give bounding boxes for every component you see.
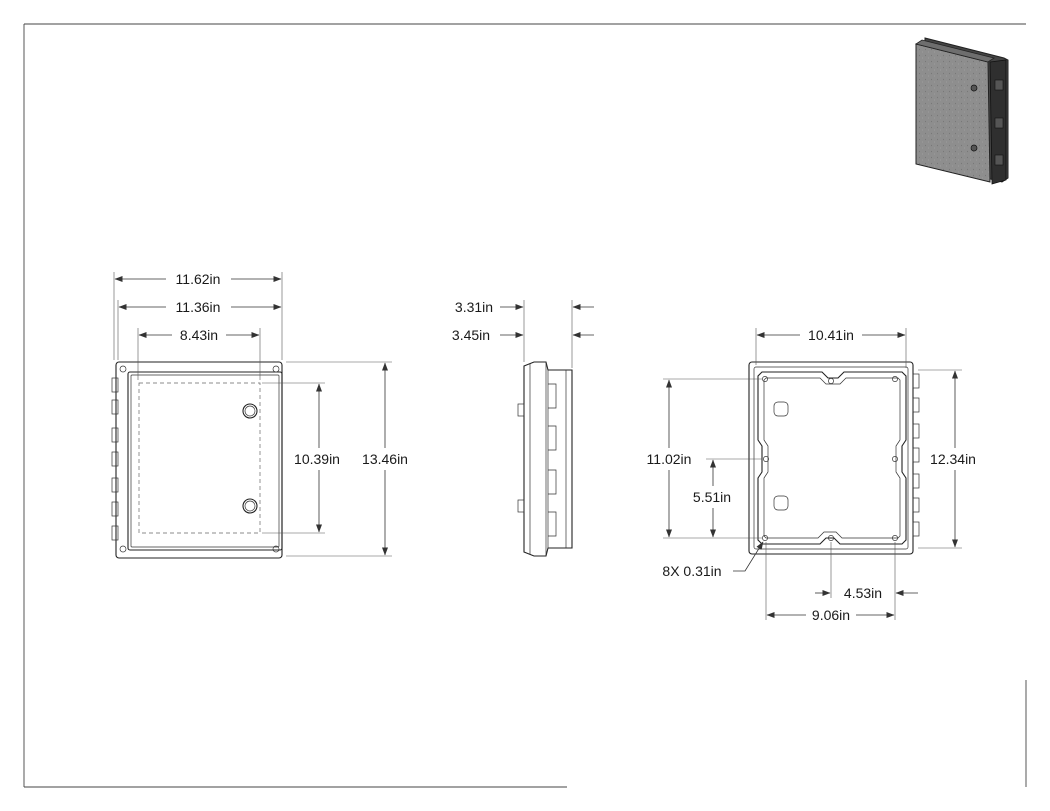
hinge-icon [970,84,978,92]
hinge-icon [242,498,258,514]
back-view: 10.41in 11.02in 5.51in 12.34in 8X 0.31in… [647,327,976,623]
dim-width-overall: 11.62in [176,271,221,287]
dim-width-window: 8.43in [180,327,218,343]
sheet-border [23,23,1027,788]
dim-hole-spacing-bottom: 9.06in [812,607,850,623]
dim-height-overall: 13.46in [362,451,408,467]
hinge-icon [242,403,258,419]
dim-body-height: 12.34in [930,451,976,467]
dim-mid-hole-height: 5.51in [693,489,731,505]
dim-mid-hole-offset: 4.53in [844,585,882,601]
dim-width-body: 11.36in [176,299,221,315]
dim-hole-callout: 8X 0.31in [662,563,721,579]
hinge-icon [970,144,978,152]
dim-hole-spacing-height: 11.02in [647,451,692,467]
dim-height-window: 10.39in [294,451,340,467]
side-view: 3.31in 3.45in [452,299,594,557]
dim-hole-spacing-width: 10.41in [808,327,854,343]
dim-depth-overall: 3.45in [452,327,490,343]
dim-depth-body: 3.31in [455,299,493,315]
front-view: 11.62in 11.36in 8.43in 10.39in 13.46in [111,271,408,559]
isometric-thumbnail [915,37,1009,185]
